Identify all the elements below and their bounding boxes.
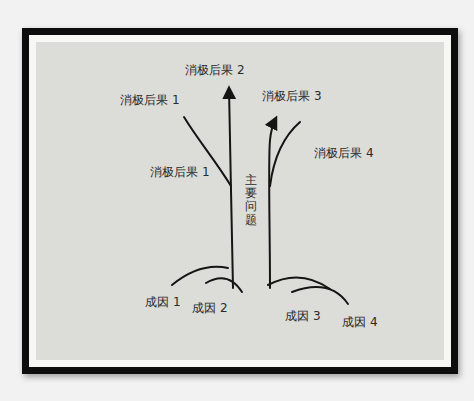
consequence-label: 消极后果 3 bbox=[262, 89, 321, 103]
consequence-label: 消极后果 1 bbox=[150, 165, 209, 179]
cause-label: 成因 1 bbox=[145, 295, 180, 309]
cause-label: 成因 4 bbox=[342, 315, 377, 329]
consequence-label: 消极后果 2 bbox=[185, 63, 244, 77]
picture-frame bbox=[22, 28, 458, 374]
paper bbox=[36, 42, 444, 360]
cause-label: 成因 3 bbox=[285, 309, 320, 323]
frame-mat bbox=[29, 35, 451, 367]
root-1 bbox=[172, 267, 228, 285]
trunk-left bbox=[229, 88, 233, 288]
root-4 bbox=[292, 287, 348, 304]
branch-right bbox=[270, 122, 300, 186]
cause-label: 成因 2 bbox=[192, 301, 227, 315]
root-2 bbox=[206, 278, 242, 292]
consequence-label: 消极后果 1 bbox=[120, 93, 179, 107]
consequence-label: 消极后果 4 bbox=[314, 146, 373, 160]
trunk-right bbox=[269, 118, 276, 288]
main-problem-label: 主要问题 bbox=[245, 174, 257, 227]
tree-lines bbox=[172, 88, 348, 304]
